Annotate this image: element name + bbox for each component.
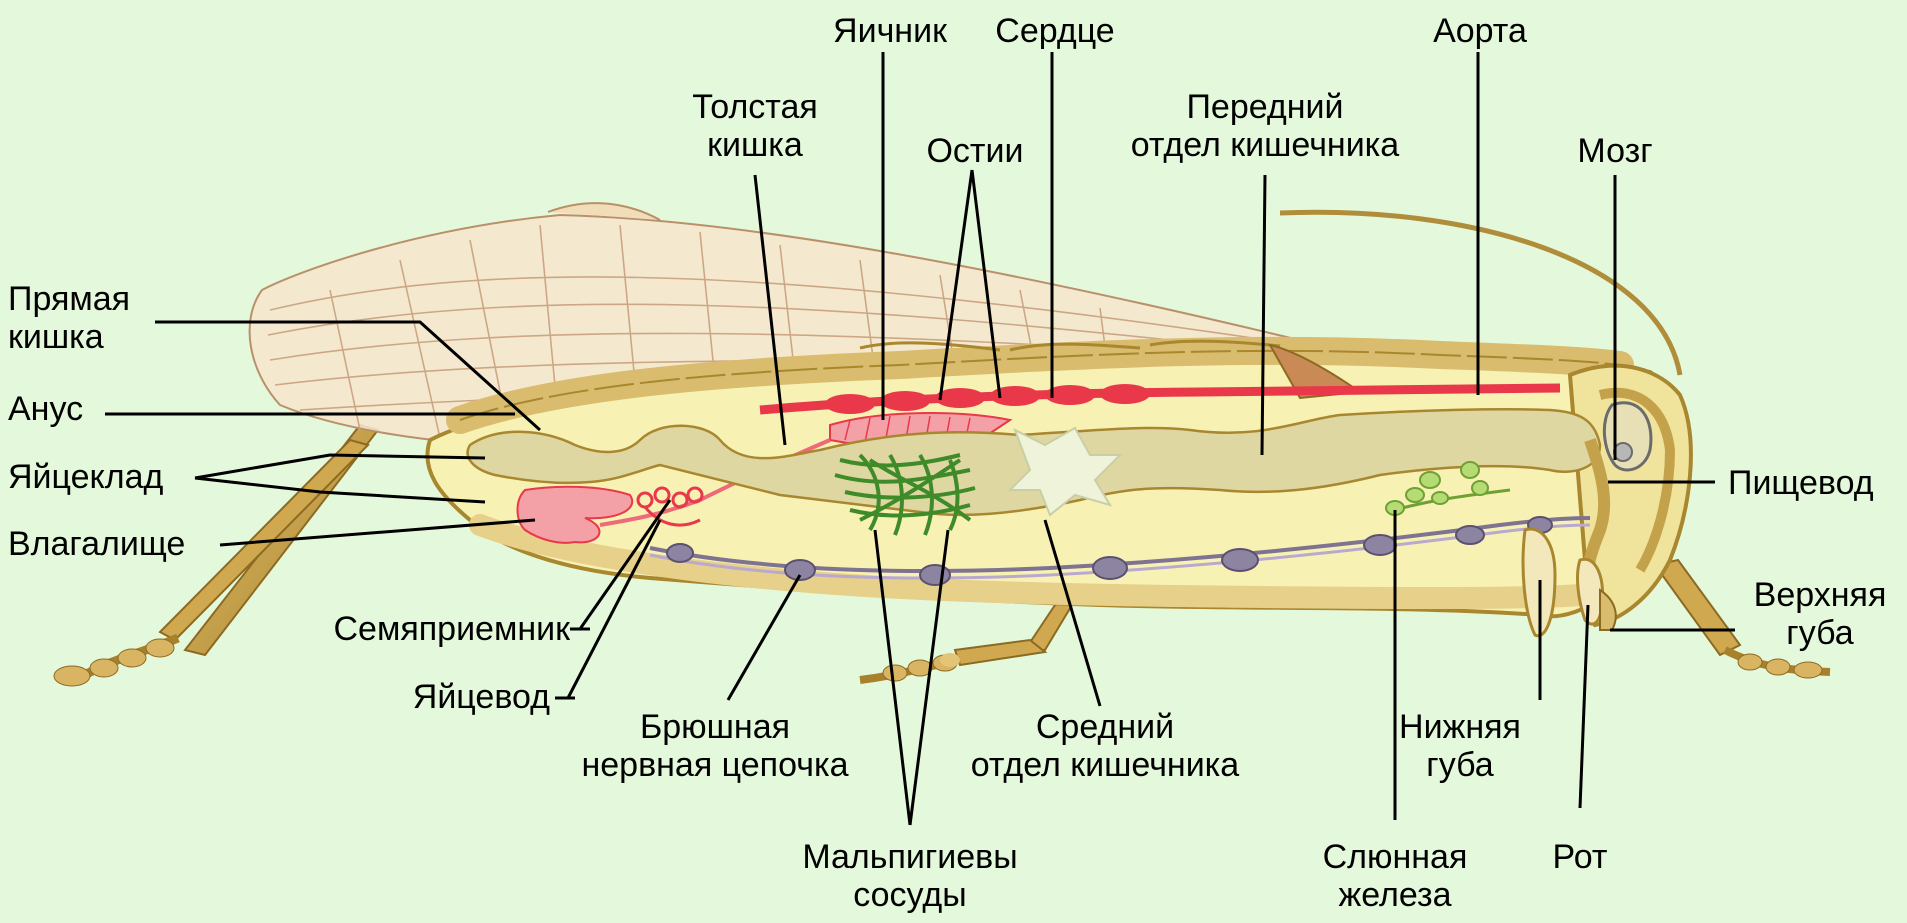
label-vagina: Влагалище [8,525,185,563]
label-esophagus: Пищевод [1728,464,1874,502]
label-heart: Сердце [975,12,1135,50]
label-ovipositor: Яйцеклад [8,458,163,496]
label-anus: Анус [8,390,83,428]
label-brain: Мозг [1550,132,1680,170]
label-spermatheca: Семяприемник [250,610,570,648]
label-ostia: Остии [900,132,1050,170]
label-ovary: Яичник [810,12,970,50]
label-mouth: Рот [1520,838,1640,876]
label-oviduct: Яйцевод [250,678,550,716]
label-aorta: Аорта [1400,12,1560,50]
brain [1604,403,1651,470]
